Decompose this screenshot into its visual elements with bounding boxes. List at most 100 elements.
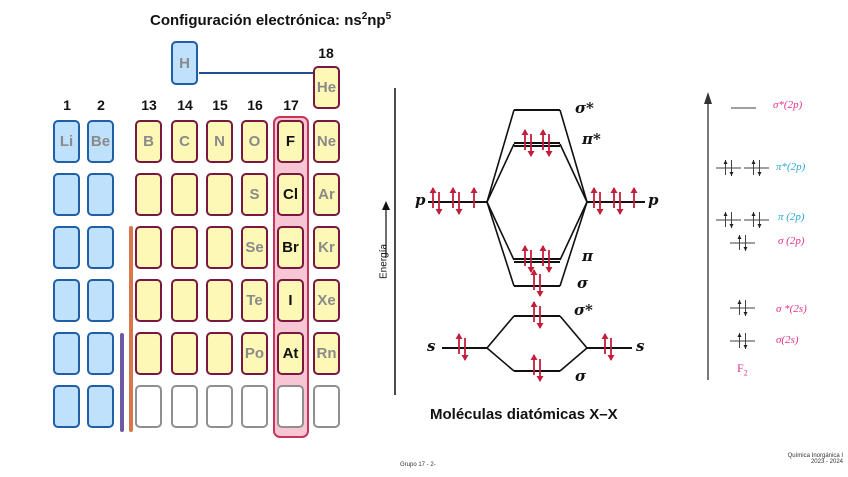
element-Cl: Cl [277, 173, 304, 216]
element-cell-empty [171, 279, 198, 322]
e-s-right-up [601, 333, 609, 354]
f2-level-pi-star-2p-b-e-down-head [757, 172, 762, 176]
element-Ne: Ne [313, 120, 340, 163]
corr-r-sigma [559, 201, 588, 287]
element-cell-empty [53, 279, 80, 322]
e-p-left-2-up [449, 187, 457, 208]
label-left-p: p [415, 191, 426, 209]
element-O: O [241, 120, 268, 163]
element-cell-empty [135, 332, 162, 375]
corr-l-pistar [486, 143, 515, 203]
element-cell-empty [87, 279, 114, 322]
element-cell-empty [206, 279, 233, 322]
f2-energy-arrow-head [704, 92, 712, 104]
element-At: At [277, 332, 304, 375]
element-cell-empty [135, 226, 162, 269]
element-N: N [206, 120, 233, 163]
group-label-17: 17 [283, 97, 299, 113]
corr-r-pistar [559, 143, 588, 203]
f2-level-pi-star-2p-a-e-up-head [723, 160, 728, 164]
group-label-16: 16 [247, 97, 263, 113]
e-pi-2-down [545, 250, 553, 273]
e-sigma-star-s-up [530, 301, 538, 322]
e-p-right-1-up [590, 187, 598, 208]
corr-r-pi [559, 201, 588, 261]
element-cell-empty [171, 226, 198, 269]
purple-divider-bar [120, 333, 124, 432]
group-label-13: 13 [141, 97, 157, 113]
group-label-18: 18 [318, 45, 334, 61]
halogen-group-highlight [273, 116, 309, 438]
label-right-s: s [636, 337, 645, 355]
e-p-right-3-up [630, 187, 638, 208]
element-cell-empty [87, 173, 114, 216]
label-left-s: s [427, 337, 436, 355]
element-cell-empty [277, 385, 304, 428]
f2-label-pi-2p: π (2p) [778, 211, 805, 223]
element-S: S [241, 173, 268, 216]
group-label-14: 14 [177, 97, 193, 113]
group-label-15: 15 [212, 97, 228, 113]
corr-r-sstar [559, 315, 588, 349]
hydrogen-helium-connector [199, 72, 313, 74]
label-right-p: p [648, 191, 659, 209]
element-cell-empty [53, 332, 80, 375]
group-label-2: 2 [97, 97, 105, 113]
title-text-np: np [367, 12, 386, 29]
e-pistar-2-down [545, 134, 553, 157]
corr-l-sigstar [486, 109, 515, 203]
e-s-left-down [461, 338, 469, 361]
element-Br: Br [277, 226, 304, 269]
orange-divider-bar [129, 226, 133, 432]
e-pistar-1-up [521, 129, 529, 150]
element-cell-empty [171, 173, 198, 216]
element-cell-empty [87, 385, 114, 428]
f2-level-pi-star-2p-a-e-down-head [729, 172, 734, 176]
element-cell-empty [53, 226, 80, 269]
f2-label-pi-star-2p: π*(2p) [776, 161, 806, 173]
element-cell-empty [206, 332, 233, 375]
f2-level-sigma-2s-e-down-head [743, 345, 748, 349]
e-p-left-3-up [470, 187, 478, 208]
title-superscript-p: 5 [385, 11, 392, 22]
element-cell-empty [241, 385, 268, 428]
e-sigma-p-up [530, 269, 538, 290]
diagram-caption: Moléculas diatómicas X–X [430, 406, 618, 423]
title-superscript-s: 2 [361, 11, 368, 22]
label-sigma-star-p: σ* [575, 99, 594, 117]
label-sigma-p: σ [577, 274, 589, 292]
element-I: I [277, 279, 304, 322]
e-s-left-up [455, 333, 463, 354]
element-Xe: Xe [313, 279, 340, 322]
element-Ar: Ar [313, 173, 340, 216]
f2-level-pi-2p-b-e-down-head [757, 224, 762, 228]
element-cell-empty [313, 385, 340, 428]
element-Po: Po [241, 332, 268, 375]
e-s-right-down [607, 338, 615, 361]
e-p-right-2-up [610, 187, 618, 208]
element-cell-empty [87, 332, 114, 375]
label-pi: π [582, 247, 593, 265]
element-Kr: Kr [313, 226, 340, 269]
e-p-left-1-down [435, 192, 443, 215]
element-cell-empty [53, 173, 80, 216]
e-p-left-1-up [429, 187, 437, 208]
label-pi-star: π* [582, 130, 601, 148]
element-cell-empty [206, 173, 233, 216]
element-cell-empty [53, 385, 80, 428]
element-cell-empty [135, 279, 162, 322]
element-cell-empty [135, 173, 162, 216]
f2-level-pi-2p-b-e-up-head [751, 212, 756, 216]
element-Li: Li [53, 120, 80, 163]
element-H: H [171, 41, 198, 85]
group-label-1: 1 [63, 97, 71, 113]
element-cell-empty [135, 385, 162, 428]
e-pistar-2-up [539, 129, 547, 150]
corr-r-sigstar [559, 109, 588, 203]
f2-molecule-label: F2 [737, 361, 748, 377]
element-cell-empty [206, 226, 233, 269]
element-B: B [135, 120, 162, 163]
corr-l-sstar [486, 315, 515, 349]
